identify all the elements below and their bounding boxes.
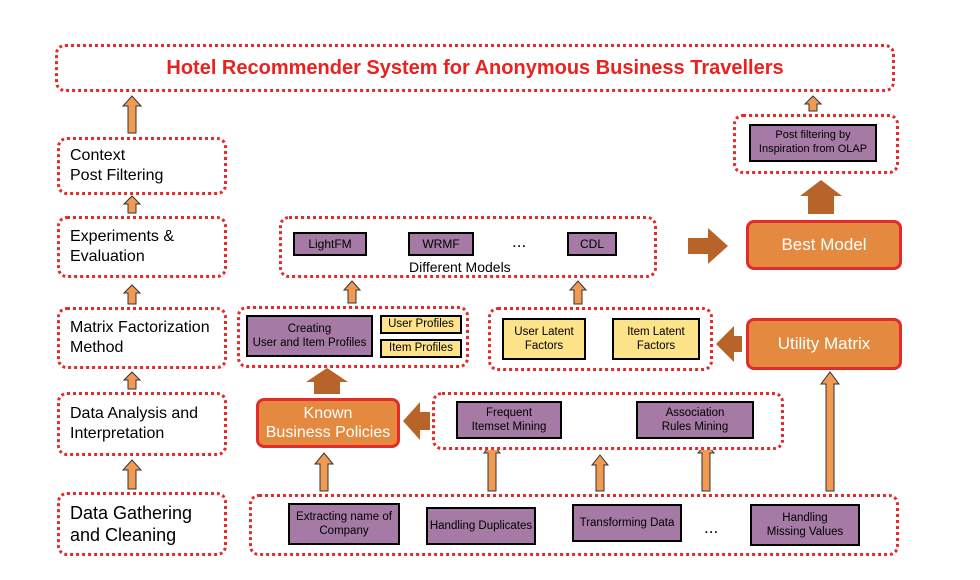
arrow-mining-to-policies	[403, 402, 430, 440]
arrow-models-to-best	[688, 228, 728, 264]
item-latent-box: Item Latent Factors	[612, 318, 700, 360]
model-lightfm: LightFM	[293, 232, 367, 256]
arrow-duplicates-to-frequent	[482, 442, 502, 492]
step-experiments-evaluation-label: Experiments & Evaluation	[70, 228, 175, 265]
user-latent-label: User Latent Factors	[514, 325, 574, 352]
models-ellipsis: ...	[512, 232, 527, 251]
arrow-extracting-to-policies	[313, 452, 335, 492]
arrow-best-to-post	[800, 180, 842, 214]
association-rules-box: Association Rules Mining	[636, 401, 754, 439]
gathering-ellipsis: ...	[704, 518, 719, 537]
diagram-title: Hotel Recommender System for Anonymous B…	[166, 56, 784, 79]
user-profiles-label: User Profiles	[388, 318, 454, 331]
step-matrix-factorization-label: Matrix Factorization Method	[70, 319, 210, 356]
model-lightfm-label: LightFM	[308, 236, 352, 251]
step-context-post-filtering-label: Context Post Filtering	[70, 147, 164, 184]
best-model-label: Best Model	[781, 234, 867, 254]
arrow-latent-to-models	[568, 280, 588, 305]
duplicates-box: Handling Duplicates	[426, 507, 536, 545]
step-data-gathering: Data Gathering and Cleaning	[57, 492, 227, 556]
utility-matrix-box: Utility Matrix	[746, 318, 902, 370]
model-wrmf-label: WRMF	[422, 236, 460, 251]
arrow-to-matrix	[122, 371, 142, 390]
extracting-box: Extracting name of Company	[288, 503, 400, 545]
arrow-profiles-to-models	[342, 280, 362, 304]
item-profiles-box: Item Profiles	[380, 339, 462, 358]
arrow-policies-to-profiles	[306, 368, 348, 394]
arrow-missing-to-utility	[820, 371, 840, 492]
step-data-analysis: Data Analysis and Interpretation	[57, 392, 227, 456]
duplicates-label: Handling Duplicates	[429, 519, 533, 532]
step-experiments-evaluation: Experiments & Evaluation	[57, 216, 227, 278]
arrow-to-experiments	[122, 284, 142, 305]
arrow-post-to-title	[803, 95, 823, 112]
user-profiles-box: User Profiles	[380, 315, 462, 334]
frequent-itemset-box: Frequent Itemset Mining	[456, 401, 562, 439]
known-policies-label: Known Business Policies	[265, 404, 391, 441]
frequent-itemset-label: Frequent Itemset Mining	[471, 406, 547, 433]
models-caption: Different Models	[409, 259, 511, 275]
creating-profiles-label: Creating User and Item Profiles	[252, 322, 367, 349]
post-filtering-label: Post filtering by Inspiration from OLAP	[758, 129, 868, 155]
arrow-to-analysis	[121, 459, 143, 490]
association-rules-label: Association Rules Mining	[661, 406, 729, 433]
transforming-label: Transforming Data	[579, 516, 675, 529]
user-latent-box: User Latent Factors	[502, 318, 586, 360]
step-data-analysis-label: Data Analysis and Interpretation	[70, 405, 199, 442]
creating-profiles-box: Creating User and Item Profiles	[246, 315, 373, 357]
model-cdl-label: CDL	[579, 236, 604, 251]
arrow-to-title	[121, 95, 143, 134]
missing-values-label: Handling Missing Values	[766, 511, 844, 538]
step-context-post-filtering: Context Post Filtering	[57, 137, 227, 195]
arrow-to-context	[122, 195, 142, 214]
missing-values-box: Handling Missing Values	[750, 504, 860, 546]
item-latent-label: Item Latent Factors	[627, 325, 685, 352]
title-frame	[55, 44, 895, 92]
utility-matrix-label: Utility Matrix	[777, 333, 871, 353]
post-filtering-box: Post filtering by Inspiration from OLAP	[749, 124, 877, 162]
arrow-missing-to-association	[696, 442, 716, 492]
best-model-box: Best Model	[746, 220, 902, 270]
step-matrix-factorization: Matrix Factorization Method	[57, 307, 227, 369]
transforming-box: Transforming Data	[572, 504, 682, 542]
known-policies-box: Known Business Policies	[256, 398, 400, 448]
extracting-label: Extracting name of Company	[296, 510, 392, 537]
step-data-gathering-label: Data Gathering and Cleaning	[70, 502, 193, 546]
arrow-utility-to-latent	[716, 326, 742, 362]
item-profiles-label: Item Profiles	[389, 342, 453, 355]
model-wrmf: WRMF	[408, 232, 474, 256]
arrow-transforming-to-frequent	[590, 454, 610, 492]
model-cdl: CDL	[567, 232, 617, 256]
